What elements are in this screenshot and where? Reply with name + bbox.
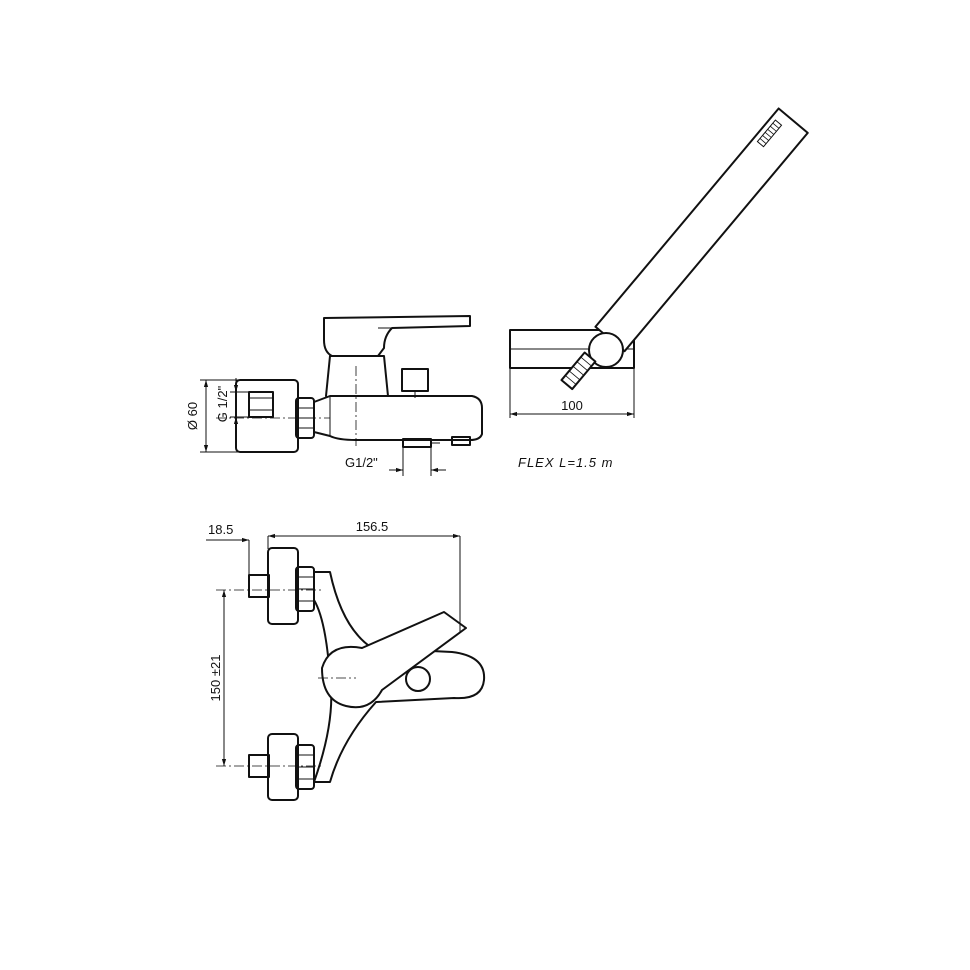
mixer-side-view — [216, 315, 483, 453]
lever-top — [321, 611, 467, 709]
diverter-knob — [401, 368, 429, 392]
centres-dimension: 150 ±21 — [208, 590, 227, 766]
mixer-top-view — [216, 547, 486, 801]
spray-nozzles — [756, 119, 783, 148]
lever-handle — [323, 315, 471, 357]
mixer-body — [313, 395, 483, 441]
flex-note: FLEX L=1.5 m — [518, 455, 613, 470]
outlet-thread-label: G1/2" — [345, 455, 378, 470]
offset-label: 18.5 — [208, 522, 233, 537]
hand-shower-view: 100 — [509, 107, 809, 418]
wall-connector — [248, 391, 274, 418]
holder-collar — [588, 332, 624, 368]
width-label: 156.5 — [356, 519, 389, 534]
lower-flange — [267, 733, 299, 801]
cartridge-housing — [325, 355, 389, 397]
shower-handle — [594, 107, 809, 353]
spout-aerator — [451, 436, 471, 446]
diameter-dimension: Ø 60 — [185, 379, 238, 453]
wall-flange — [235, 379, 299, 453]
diameter-label: Ø 60 — [185, 402, 200, 430]
wall-thread-label: G 1/2" — [215, 385, 230, 422]
diverter-top — [405, 666, 431, 692]
wall-thread-dimension: G 1/2" — [215, 378, 250, 431]
width-dimension: 156.5 — [268, 519, 461, 632]
upper-flange — [267, 547, 299, 625]
handshower-depth-label: 100 — [561, 398, 583, 413]
upper-connector — [248, 574, 270, 598]
outlet-thread-dimension: G1/2" — [345, 447, 446, 476]
centres-label: 150 ±21 — [208, 655, 223, 702]
offset-dimension: 18.5 — [206, 522, 269, 576]
